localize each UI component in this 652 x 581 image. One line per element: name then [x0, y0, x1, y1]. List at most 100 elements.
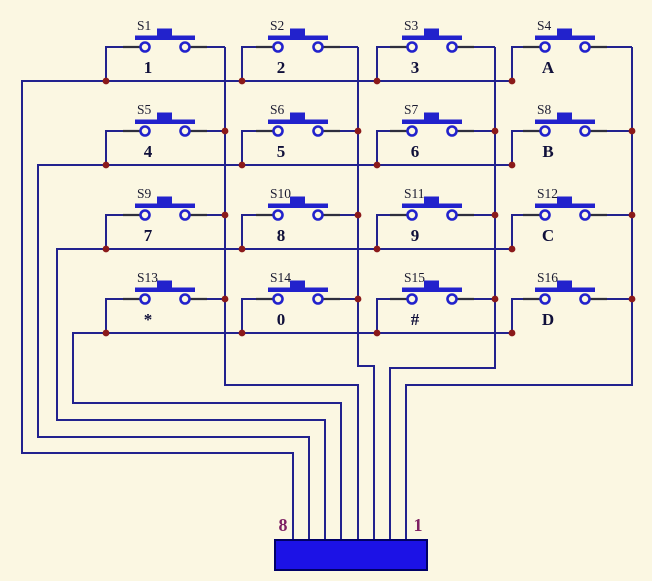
switch-row-stub-wire — [376, 214, 390, 249]
pushbutton-bar — [268, 119, 328, 124]
switch-s4[interactable]: S4A — [511, 18, 632, 81]
pushbutton-bar — [402, 119, 462, 124]
wire-row-4 — [72, 332, 512, 540]
switch-terminal-left — [272, 125, 284, 137]
switch-s9[interactable]: S97 — [105, 186, 225, 249]
junction-dot — [628, 211, 636, 219]
junction-dot — [373, 161, 381, 169]
pushbutton-nub — [424, 28, 439, 36]
switch-terminal-left — [406, 209, 418, 221]
switch-s3[interactable]: S33 — [376, 18, 495, 81]
pushbutton-bar — [268, 287, 328, 292]
switch-terminal-left — [139, 125, 151, 137]
switch-key-label: 5 — [277, 142, 286, 161]
switch-row-stub-wire — [376, 130, 390, 165]
switch-terminal-right — [312, 209, 324, 221]
switch-ref-label: S5 — [137, 102, 152, 117]
connector-pin-label-8: 8 — [279, 515, 288, 535]
switch-s2[interactable]: S22 — [241, 18, 358, 81]
pushbutton-bar — [535, 35, 595, 40]
junction-dot — [373, 329, 381, 337]
switch-ref-label: S7 — [404, 102, 419, 117]
junction-dot — [238, 245, 246, 253]
pushbutton-bar — [402, 203, 462, 208]
switch-terminal-right — [312, 293, 324, 305]
switch-terminal-left — [406, 41, 418, 53]
switch-ref-label: S3 — [404, 18, 419, 33]
switch-row-stub-wire — [376, 46, 390, 81]
junction-dot — [508, 77, 516, 85]
switch-ref-label: S2 — [270, 18, 284, 33]
pushbutton-nub — [424, 112, 439, 120]
switch-s8[interactable]: S8B — [511, 102, 632, 165]
pushbutton-bar — [135, 203, 195, 208]
junction-dot — [238, 77, 246, 85]
switch-terminal-left — [272, 41, 284, 53]
switch-terminal-right — [446, 293, 458, 305]
switch-row-stub-wire — [511, 46, 523, 81]
switch-row-stub-wire — [376, 298, 390, 333]
junction-dot — [508, 329, 516, 337]
pushbutton-bar — [135, 119, 195, 124]
junction-dot — [491, 127, 499, 135]
junction-dot — [221, 127, 229, 135]
switch-terminal-left — [539, 125, 551, 137]
switch-key-label: B — [542, 142, 553, 161]
pushbutton-nub — [157, 280, 172, 288]
switch-ref-label: S9 — [137, 186, 152, 201]
junction-dot — [628, 127, 636, 135]
switch-row-stub-wire — [241, 46, 256, 81]
switch-s6[interactable]: S65 — [241, 102, 358, 165]
switch-terminal-right — [312, 125, 324, 137]
wire-row-3 — [56, 248, 512, 540]
switch-terminal-right — [179, 209, 191, 221]
switch-s1[interactable]: S11 — [105, 18, 225, 81]
junction-dot — [628, 295, 636, 303]
connector-block — [274, 539, 428, 571]
junction-dot — [238, 329, 246, 337]
pushbutton-bar — [402, 287, 462, 292]
junction-dot — [508, 161, 516, 169]
switch-s7[interactable]: S76 — [376, 102, 495, 165]
pushbutton-nub — [290, 112, 305, 120]
junction-dot — [102, 77, 110, 85]
pushbutton-nub — [157, 196, 172, 204]
switch-s13[interactable]: S13 * — [105, 270, 225, 333]
pushbutton-nub — [557, 28, 572, 36]
switch-terminal-right — [579, 209, 591, 221]
pushbutton-bar — [535, 203, 595, 208]
switch-ref-label: S13 — [137, 270, 158, 285]
switch-terminal-right — [446, 125, 458, 137]
switch-terminal-right — [446, 41, 458, 53]
pushbutton-bar — [268, 203, 328, 208]
switch-row-stub-wire — [241, 298, 256, 333]
connector-pin-label-1: 1 — [414, 515, 423, 535]
pushbutton-nub — [290, 196, 305, 204]
switch-row-stub-wire — [241, 214, 256, 249]
switch-row-stub-wire — [511, 298, 523, 333]
switch-ref-label: S15 — [404, 270, 425, 285]
switch-terminal-left — [539, 209, 551, 221]
switch-terminal-right — [446, 209, 458, 221]
junction-dot — [373, 77, 381, 85]
junction-dot — [354, 127, 362, 135]
pushbutton-nub — [290, 280, 305, 288]
switch-row-stub-wire — [105, 46, 123, 81]
switch-key-label: # — [411, 310, 420, 329]
switch-ref-label: S4 — [537, 18, 552, 33]
switch-ref-label: S8 — [537, 102, 552, 117]
junction-dot — [373, 245, 381, 253]
pushbutton-nub — [157, 28, 172, 36]
junction-dot — [102, 245, 110, 253]
switch-terminal-left — [139, 41, 151, 53]
switch-key-label: * — [144, 310, 153, 329]
switch-row-stub-wire — [241, 130, 256, 165]
switch-s5[interactable]: S54 — [105, 102, 225, 165]
pushbutton-nub — [157, 112, 172, 120]
switch-s15[interactable]: S15 # — [376, 270, 495, 333]
